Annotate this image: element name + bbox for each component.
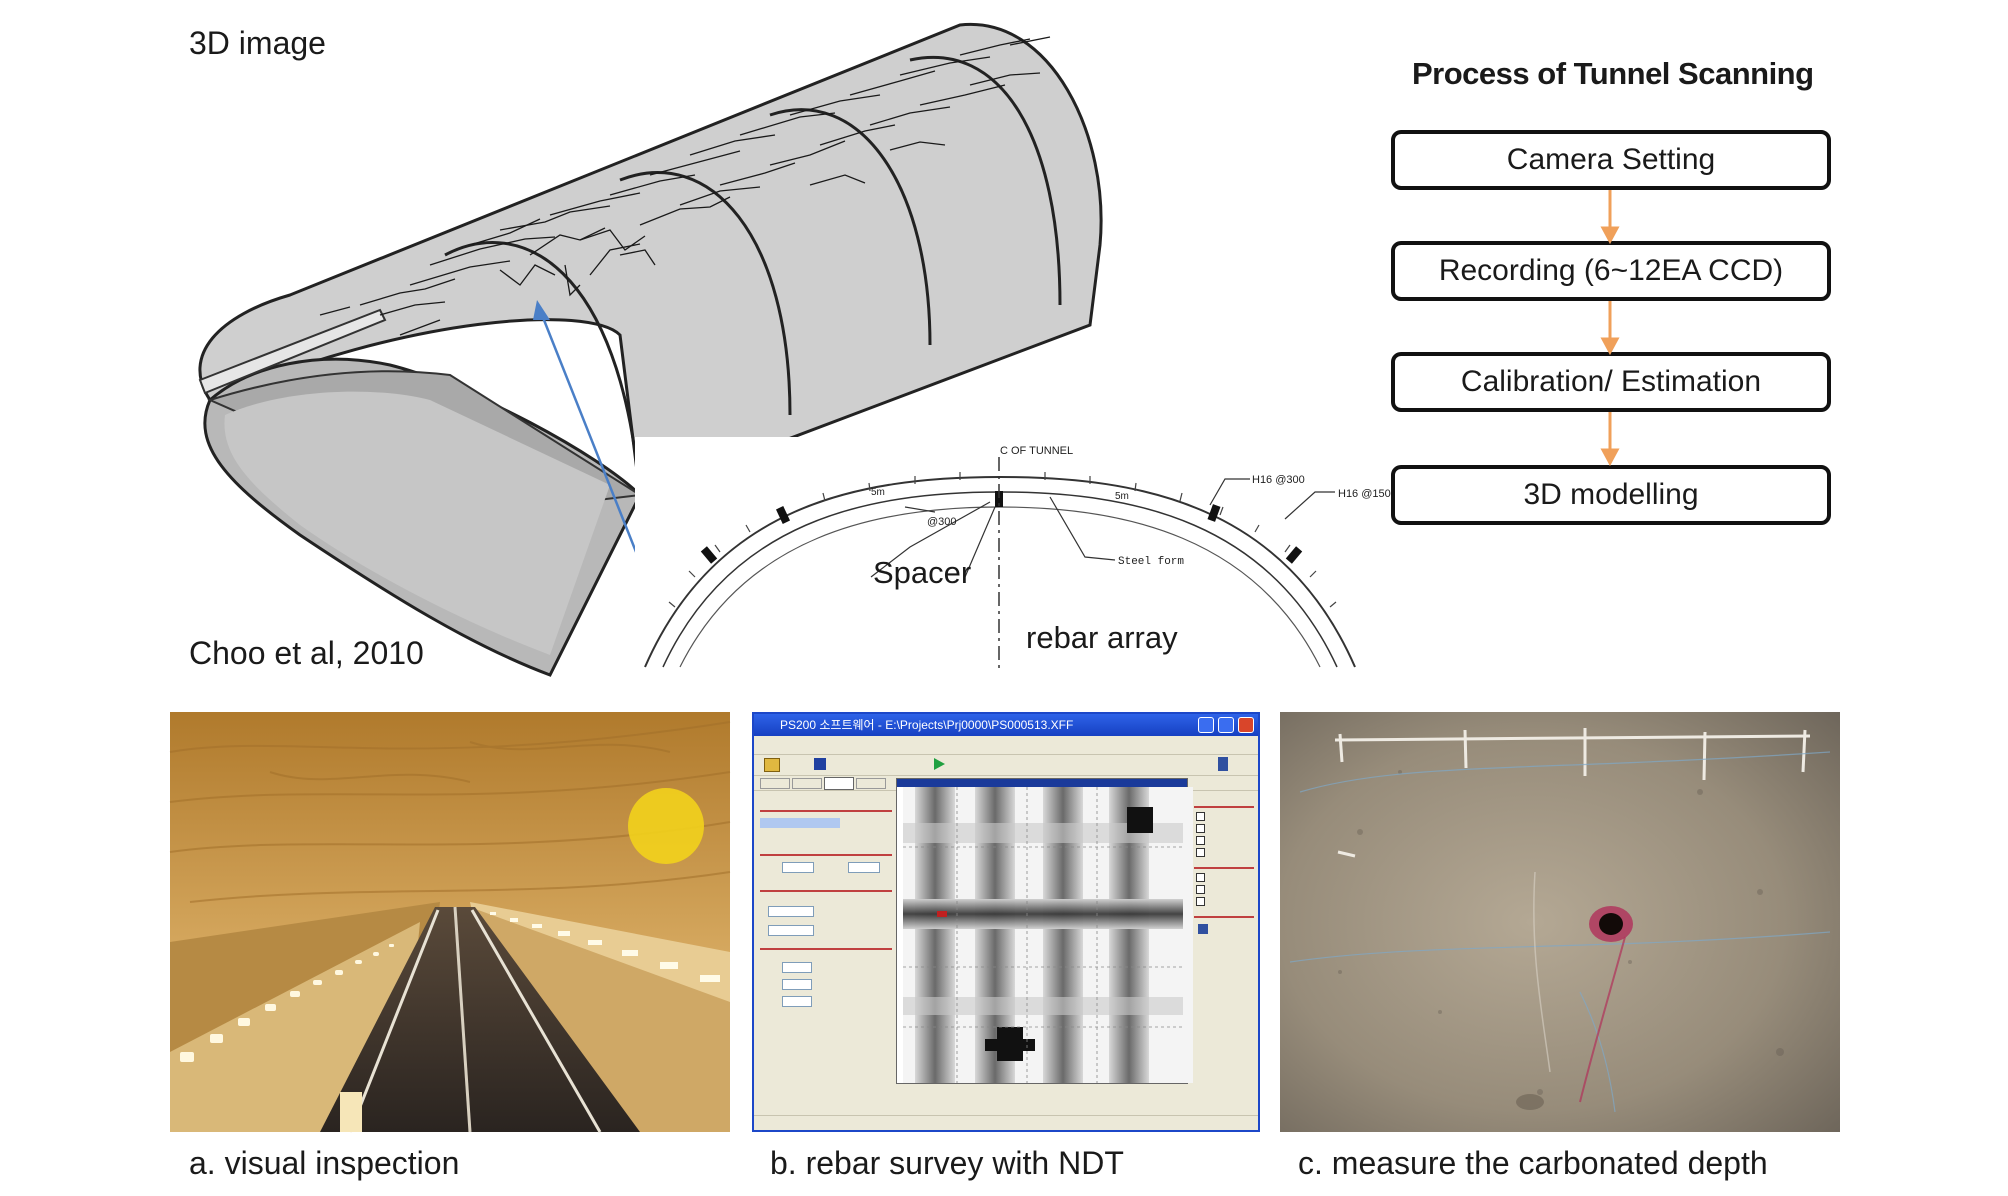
date-field[interactable] xyxy=(760,818,840,828)
pointer-arrowhead xyxy=(533,300,550,320)
ndt-settings-panel xyxy=(760,796,892,1116)
steel-form-label: Steel form xyxy=(1118,556,1184,568)
label-citation: Choo et al, 2010 xyxy=(189,635,424,671)
exit-icon[interactable] xyxy=(1218,757,1228,771)
process-title: Process of Tunnel Scanning xyxy=(1412,56,1814,91)
ndt-window-titlebar: PS200 소프트웨어 - E:\Projects\Prj0000\PS0005… xyxy=(754,714,1258,736)
play-icon[interactable] xyxy=(934,758,945,770)
zoom-icon[interactable] xyxy=(1198,924,1208,934)
position-y-field[interactable] xyxy=(848,862,881,873)
option-checkbox[interactable] xyxy=(1196,873,1205,882)
rebar-arc-svg: C OF TUNNEL H16 @300 H16 @150 @300 Steel… xyxy=(644,445,1391,672)
ndt-statusbar xyxy=(754,1115,1258,1130)
spacer-block xyxy=(1207,504,1221,522)
drilled-hole xyxy=(1599,913,1623,935)
save-icon[interactable] xyxy=(814,758,826,770)
close-button[interactable] xyxy=(1238,717,1254,733)
photo-visual-inspection xyxy=(169,712,731,1133)
process-step-3d-modelling: 3D modelling xyxy=(1391,465,1831,525)
result-field[interactable] xyxy=(782,979,812,990)
mode-dropdown[interactable] xyxy=(768,925,814,936)
option-checkbox[interactable] xyxy=(1196,836,1205,845)
setting-dropdown[interactable] xyxy=(768,906,814,917)
distance-5m-label: 5m xyxy=(871,487,885,498)
ndt-software-window: PS200 소프트웨어 - E:\Projects\Prj0000\PS0005… xyxy=(752,712,1260,1132)
spacer-block xyxy=(995,491,1003,507)
tab-active[interactable] xyxy=(824,777,854,790)
ndt-toolbar xyxy=(754,755,1258,776)
tab[interactable] xyxy=(856,778,886,789)
open-file-icon[interactable] xyxy=(764,758,780,772)
photo-carbonation-depth xyxy=(1280,712,1840,1132)
caption-visual-inspection: a. visual inspection xyxy=(189,1145,460,1181)
crack-pattern xyxy=(319,36,1051,336)
chalk-marks xyxy=(1334,728,1811,858)
h16-150-label: H16 @150 xyxy=(1338,488,1391,500)
spacer-block xyxy=(1285,546,1303,564)
option-checkbox[interactable] xyxy=(1196,812,1205,821)
caption-carbonated-depth: c. measure the carbonated depth xyxy=(1298,1145,1768,1181)
distance-5m-label: 5m xyxy=(1115,491,1129,502)
rebar-scan-view xyxy=(896,778,1193,1084)
maximize-button[interactable] xyxy=(1218,717,1234,733)
option-checkbox[interactable] xyxy=(1196,848,1205,857)
caption-rebar-survey: b. rebar survey with NDT xyxy=(770,1145,1124,1181)
option-checkbox[interactable] xyxy=(1196,885,1205,894)
concrete-surface-photo xyxy=(1280,712,1840,1132)
ndt-window-title: PS200 소프트웨어 - E:\Projects\Prj0000\PS0005… xyxy=(780,718,1074,732)
result-field[interactable] xyxy=(782,996,812,1007)
ndt-menubar xyxy=(754,736,1258,755)
process-arrow-2-head xyxy=(1600,337,1620,356)
tunnel-centerline-label: C OF TUNNEL xyxy=(1000,445,1073,457)
label-3d-image: 3D image xyxy=(189,25,326,61)
spacer-block xyxy=(700,546,718,564)
label-spacer: Spacer xyxy=(873,555,972,590)
result-field[interactable] xyxy=(782,962,812,973)
process-step-camera-setting: Camera Setting xyxy=(1391,130,1831,190)
process-arrows xyxy=(1600,190,1620,467)
spacer-block xyxy=(775,506,791,524)
process-arrow-1-head xyxy=(1600,226,1620,245)
tab[interactable] xyxy=(792,778,822,789)
process-step-calibration: Calibration/ Estimation xyxy=(1391,352,1831,412)
option-checkbox[interactable] xyxy=(1196,897,1205,906)
rebar-array-drawing: C OF TUNNEL H16 @300 H16 @150 @300 Steel… xyxy=(635,437,1391,672)
tab[interactable] xyxy=(760,778,790,789)
process-step-recording: Recording (6~12EA CCD) xyxy=(1391,241,1831,301)
process-arrow-3-head xyxy=(1600,448,1620,467)
spacing-300-label: @300 xyxy=(927,516,957,528)
inspection-highlight xyxy=(628,788,704,864)
h16-300-label: H16 @300 xyxy=(1252,474,1305,486)
minimize-button[interactable] xyxy=(1198,717,1214,733)
tunnel-interior-photo xyxy=(169,712,731,1133)
label-rebar-array: rebar array xyxy=(1026,620,1178,655)
position-x-field[interactable] xyxy=(782,862,814,873)
option-checkbox[interactable] xyxy=(1196,824,1205,833)
rebar-scan-image xyxy=(903,787,1193,1083)
ndt-options-panel xyxy=(1194,796,1254,956)
tunnel-3d-model xyxy=(170,15,1230,685)
tunnel-3d-drawing xyxy=(198,22,1103,677)
